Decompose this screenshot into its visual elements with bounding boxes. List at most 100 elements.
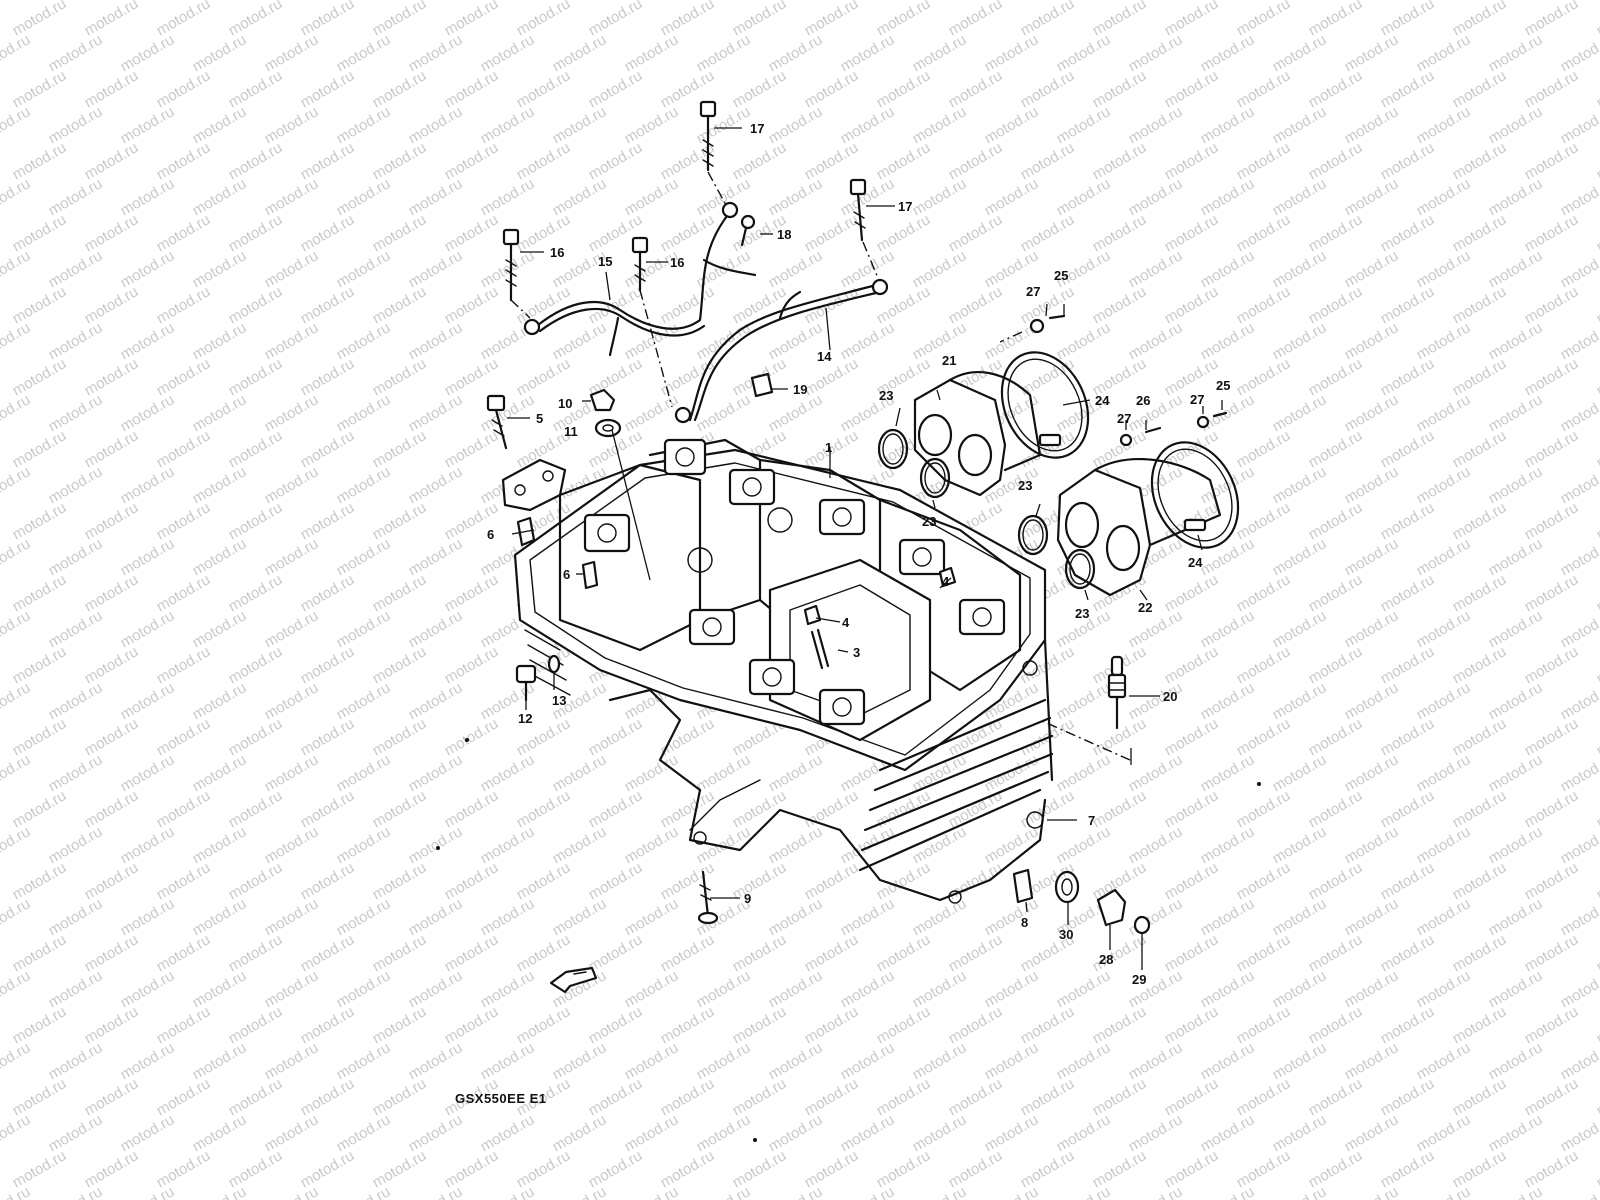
watermark-text: motod.ru (370, 67, 430, 111)
watermark-text: motod.ru (262, 247, 322, 291)
watermark-text: motod.ru (442, 67, 502, 111)
watermark-text: motod.ru (442, 931, 502, 975)
watermark-text: motod.ru (1126, 175, 1186, 219)
watermark-text: motod.ru (226, 355, 286, 399)
watermark-text: motod.ru (946, 139, 1006, 183)
watermark-text: motod.ru (982, 751, 1042, 795)
watermark-text: motod.ru (370, 715, 430, 759)
part-label-16-right: 16 (670, 255, 684, 270)
watermark-text: motod.ru (1522, 571, 1582, 615)
watermark-text: motod.ru (1126, 823, 1186, 867)
watermark-text: motod.ru (370, 139, 430, 183)
watermark-text: motod.ru (1378, 1003, 1438, 1047)
watermark-text: motod.ru (190, 679, 250, 723)
union-bolt-17-right (849, 178, 879, 279)
watermark-text: motod.ru (622, 895, 682, 939)
watermark-text: motod.ru (1522, 499, 1582, 543)
watermark-text: motod.ru (370, 1147, 430, 1191)
watermark-text: motod.ru (1378, 67, 1438, 111)
watermark-text: motod.ru (1342, 751, 1402, 795)
watermark-text: motod.ru (874, 931, 934, 975)
part-label-5: 5 (536, 411, 543, 426)
watermark-text: motod.ru (442, 283, 502, 327)
watermark-text: motod.ru (1054, 823, 1114, 867)
watermark-text: motod.ru (1234, 427, 1294, 471)
watermark-text: motod.ru (1342, 1183, 1402, 1200)
watermark-text: motod.ru (262, 391, 322, 435)
watermark-text: motod.ru (1306, 643, 1366, 687)
watermark-text: motod.ru (46, 463, 106, 507)
watermark-text: motod.ru (226, 427, 286, 471)
watermark-text: motod.ru (1234, 1075, 1294, 1119)
watermark-text: motod.ru (730, 67, 790, 111)
part-label-12: 12 (518, 711, 532, 726)
watermark-text: motod.ru (766, 895, 826, 939)
part-label-6-upper: 6 (487, 527, 494, 542)
watermark-text: motod.ru (1522, 787, 1582, 831)
watermark-text: motod.ru (802, 211, 862, 255)
watermark-text: motod.ru (1054, 319, 1114, 363)
watermark-text: motod.ru (1198, 1111, 1258, 1155)
watermark-text: motod.ru (118, 751, 178, 795)
watermark-text: motod.ru (658, 859, 718, 903)
part-label-14: 14 (817, 349, 832, 364)
watermark-text: motod.ru (10, 1003, 70, 1047)
part-label-30: 30 (1059, 927, 1073, 942)
watermark-text: motod.ru (154, 283, 214, 327)
watermark-text: motod.ru (1234, 715, 1294, 759)
watermark-text: motod.ru (226, 499, 286, 543)
watermark-text: motod.ru (478, 391, 538, 435)
watermark-text: motod.ru (1342, 967, 1402, 1011)
watermark-text: motod.ru (442, 571, 502, 615)
watermark-text: motod.ru (46, 1183, 106, 1200)
watermark-text: motod.ru (1450, 859, 1510, 903)
watermark-text: motod.ru (46, 391, 106, 435)
watermark-text: motod.ru (1342, 247, 1402, 291)
watermark-text: motod.ru (82, 0, 142, 39)
watermark-text: motod.ru (1450, 787, 1510, 831)
watermark-text: motod.ru (586, 931, 646, 975)
watermark-text: motod.ru (946, 1075, 1006, 1119)
watermark-text: motod.ru (874, 1003, 934, 1047)
watermark-text: motod.ru (190, 247, 250, 291)
watermark-text: motod.ru (154, 1003, 214, 1047)
watermark-text: motod.ru (442, 715, 502, 759)
watermark-text: motod.ru (226, 67, 286, 111)
watermark-text: motod.ru (1522, 139, 1582, 183)
watermark-text: motod.ru (946, 0, 1006, 39)
watermark-text: motod.ru (694, 751, 754, 795)
watermark-text: motod.ru (1198, 751, 1258, 795)
part-label-26: 26 (1136, 393, 1150, 408)
watermark-text: motod.ru (838, 1183, 898, 1200)
part-label-18: 18 (777, 227, 791, 242)
bolt-9 (697, 870, 719, 925)
watermark-text: motod.ru (1594, 931, 1600, 975)
watermark-text: motod.ru (10, 643, 70, 687)
watermark-text: motod.ru (442, 859, 502, 903)
watermark-text: motod.ru (1450, 139, 1510, 183)
watermark-text: motod.ru (10, 1147, 70, 1191)
watermark-text: motod.ru (1342, 607, 1402, 651)
watermark-text: motod.ru (1342, 1111, 1402, 1155)
watermark-text: motod.ru (1450, 571, 1510, 615)
clamp-24-upper (1000, 351, 1090, 459)
watermark-text: motod.ru (0, 319, 33, 363)
watermark-text: motod.ru (1018, 1003, 1078, 1047)
watermark-text: motod.ru (1414, 319, 1474, 363)
watermark-text: motod.ru (406, 823, 466, 867)
watermark-text: motod.ru (1414, 1111, 1474, 1155)
watermark-text: motod.ru (1414, 391, 1474, 435)
watermark-text: motod.ru (118, 319, 178, 363)
watermark-text: motod.ru (190, 103, 250, 147)
watermark-text: motod.ru (1414, 463, 1474, 507)
watermark-text: motod.ru (442, 139, 502, 183)
watermark-text: motod.ru (802, 67, 862, 111)
watermark-text: motod.ru (154, 571, 214, 615)
part-label-19: 19 (793, 382, 807, 397)
watermark-text: motod.ru (658, 931, 718, 975)
part-label-3: 3 (853, 645, 860, 660)
watermark-text: motod.ru (1234, 931, 1294, 975)
part-label-15: 15 (598, 254, 612, 269)
watermark-text: motod.ru (10, 1075, 70, 1119)
watermark-text: motod.ru (1270, 391, 1330, 435)
